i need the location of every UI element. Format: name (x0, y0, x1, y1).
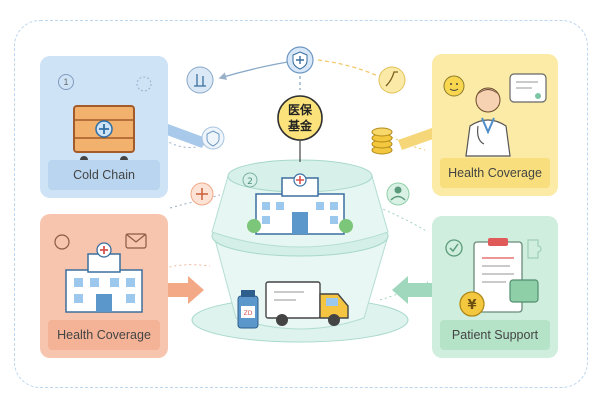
shield-outline-icon (201, 126, 225, 150)
delivery-truck-icon (265, 281, 349, 326)
arrow-orange-right (165, 276, 204, 304)
panel-health-coverage-bottom: Health Coverage (40, 214, 168, 358)
user-icon (386, 182, 410, 206)
doctor-head (475, 87, 501, 113)
patient-support-illustration: ¥ (445, 238, 542, 317)
badge-text-line1: 医保 (288, 102, 313, 117)
puzzle-icon (527, 239, 542, 259)
badge-text-line2: 基金 (287, 118, 313, 133)
doctor-coat (465, 119, 511, 157)
dashed-outer-frame (14, 20, 588, 388)
hand-key-icon (378, 66, 406, 94)
cold-chain-illustration (73, 76, 152, 164)
dashed-circle-icon (136, 76, 152, 92)
arrow-green-left (392, 276, 432, 304)
panel-patient-support: ¥ Patient Support (432, 216, 558, 358)
stage-number: 2 (247, 177, 253, 187)
message-icon (125, 233, 147, 249)
panel-label-health-coverage-top: Health Coverage (440, 158, 550, 188)
panel-number: 1 (58, 74, 74, 90)
arrow-yellow-left (398, 128, 436, 150)
bottle-label: ZD (244, 310, 253, 317)
yen-coin-icon (459, 291, 485, 317)
medicine-bottle-icon: ZD (237, 290, 259, 329)
smile-face-icon (443, 75, 465, 97)
card-icon (509, 279, 539, 303)
panel-label-patient-support: Patient Support (440, 320, 550, 350)
dotted-bottom-l (159, 264, 211, 271)
panel-cold-chain: 1 Cold Chain (40, 56, 168, 198)
check-circle-icon (445, 239, 463, 257)
hospital-illustration (54, 233, 147, 313)
svg-text:¥: ¥ (467, 298, 476, 313)
dotted-right-b (359, 199, 429, 233)
phone-icon (54, 234, 70, 250)
panel-health-coverage-top: Health Coverage (432, 54, 558, 196)
coin-stack-icon (371, 127, 393, 155)
stethoscope-icon (477, 125, 485, 145)
panel-label-cold-chain: Cold Chain (48, 160, 160, 190)
panel-label-health-coverage-bottom: Health Coverage (48, 320, 160, 350)
hand-care-icon (186, 66, 214, 94)
central-hospital-icon (247, 173, 353, 235)
arc-right-top (317, 59, 379, 77)
arrow-blue-right (164, 124, 206, 148)
dotted-left-a (164, 139, 215, 148)
doctor-illustration (443, 73, 547, 157)
